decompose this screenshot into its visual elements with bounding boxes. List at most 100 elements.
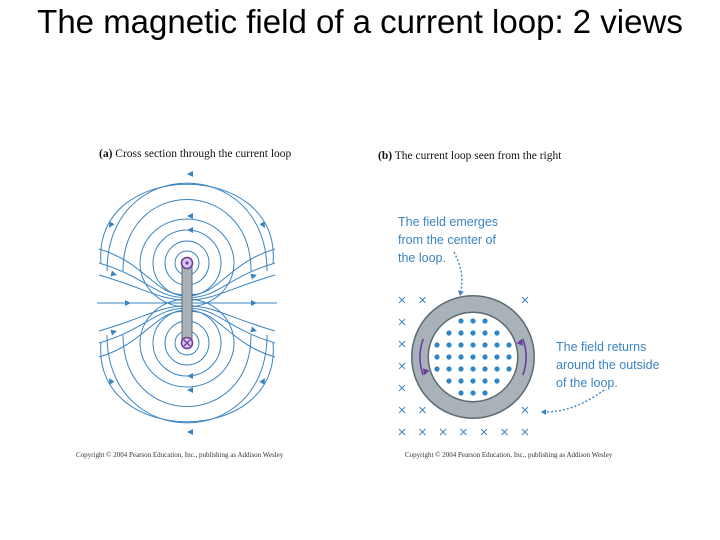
cross-mark-icon bbox=[398, 318, 406, 326]
field-dot-icon bbox=[482, 354, 488, 360]
field-dot-icon bbox=[494, 330, 500, 336]
note-field-emerges: The field emerges from the center of the… bbox=[398, 213, 498, 267]
note-returns-line: of the loop. bbox=[556, 376, 618, 390]
field-dot-icon bbox=[470, 390, 476, 396]
cross-mark-icon bbox=[419, 296, 426, 304]
field-arrowhead bbox=[259, 378, 265, 385]
pointer-emerges-line bbox=[453, 251, 463, 295]
field-line bbox=[106, 182, 268, 272]
field-arrowhead bbox=[250, 326, 257, 333]
slide-title: The magnetic field of a current loop: 2 … bbox=[37, 3, 683, 40]
current-arrow-arc bbox=[419, 338, 424, 376]
panel-b-caption-text: The current loop seen from the right bbox=[394, 150, 562, 162]
current-loop-rod bbox=[181, 262, 193, 344]
field-dot-icon bbox=[506, 354, 512, 360]
field-dot-icon bbox=[494, 342, 500, 348]
field-dot-icon bbox=[458, 354, 464, 360]
field-lines-cross-section-diagram bbox=[97, 171, 277, 435]
field-out-of-page-dots bbox=[434, 318, 512, 396]
field-dot-icon bbox=[482, 330, 488, 336]
panel-b-copyright: Copyright © 2004 Pearson Education, Inc.… bbox=[405, 451, 613, 459]
cross-mark-icon bbox=[480, 428, 488, 436]
panel-b-letter: (b) bbox=[378, 150, 393, 162]
current-direction-arrows bbox=[419, 338, 527, 376]
field-dot-icon bbox=[482, 378, 488, 384]
field-dot-icon bbox=[482, 390, 488, 396]
note-emerges-line: the loop. bbox=[398, 251, 446, 265]
note-emerges-line: from the center of bbox=[398, 233, 496, 247]
current-arrow-arc bbox=[522, 338, 527, 376]
field-arrowhead bbox=[250, 273, 257, 280]
field-arrowhead bbox=[110, 329, 117, 336]
field-line bbox=[164, 240, 210, 286]
field-dot-icon bbox=[470, 378, 476, 384]
note-field-returns: The field returns around the outside of … bbox=[556, 338, 660, 392]
field-line bbox=[174, 250, 200, 276]
panel-a-caption: (a) Cross section through the current lo… bbox=[99, 148, 291, 160]
cross-mark-icon bbox=[419, 406, 426, 414]
field-line bbox=[139, 218, 235, 308]
pointer-returns-arrowhead-icon bbox=[541, 409, 546, 415]
field-arrowhead bbox=[187, 227, 193, 233]
field-dot-icon bbox=[494, 378, 500, 384]
note-returns-line: The field returns bbox=[556, 340, 647, 354]
cross-mark-icon bbox=[521, 406, 529, 414]
field-line bbox=[122, 334, 252, 408]
field-arrowhead bbox=[187, 429, 193, 435]
field-line bbox=[139, 298, 235, 388]
field-dot-icon bbox=[446, 366, 452, 372]
field-dot-icon bbox=[446, 342, 452, 348]
cross-mark-icon bbox=[398, 428, 406, 436]
field-arrowhead bbox=[251, 300, 257, 306]
cross-mark-icon bbox=[521, 296, 529, 304]
cross-mark-icon bbox=[398, 384, 406, 392]
field-dot-icon bbox=[482, 366, 488, 372]
field-arrowhead bbox=[125, 300, 131, 306]
field-arrowhead bbox=[187, 171, 193, 177]
field-dot-icon bbox=[446, 378, 452, 384]
note-returns-line: around the outside bbox=[556, 358, 660, 372]
field-arrowhead bbox=[187, 387, 193, 393]
field-dot-icon bbox=[482, 318, 488, 324]
cross-mark-icon bbox=[398, 362, 406, 370]
pointer-returns-line bbox=[543, 389, 605, 413]
field-dot-icon bbox=[458, 390, 464, 396]
field-into-page-crosses bbox=[398, 296, 529, 436]
field-dot-icon bbox=[458, 366, 464, 372]
panel-a-caption-text: Cross section through the current loop bbox=[115, 148, 292, 160]
cross-mark-icon bbox=[398, 340, 406, 348]
field-line bbox=[152, 229, 222, 297]
field-dot-icon bbox=[446, 354, 452, 360]
pointer-emerges-arrowhead-icon bbox=[457, 290, 464, 296]
field-dot-icon bbox=[470, 318, 476, 324]
field-arrowhead bbox=[187, 373, 193, 379]
field-dot-icon bbox=[434, 366, 440, 372]
cross-mark-icon bbox=[419, 428, 426, 436]
cross-mark-icon bbox=[439, 428, 447, 436]
field-dot-icon bbox=[458, 342, 464, 348]
field-dot-icon bbox=[470, 354, 476, 360]
cross-mark-icon bbox=[521, 428, 529, 436]
note-emerges-line: The field emerges bbox=[398, 215, 499, 229]
field-dot-icon bbox=[470, 342, 476, 348]
panel-b-caption: (b) The current loop seen from the right bbox=[378, 150, 561, 162]
cross-mark-icon bbox=[398, 296, 406, 304]
field-dot-icon bbox=[506, 342, 512, 348]
cross-mark-icon bbox=[398, 406, 406, 414]
field-arrowheads bbox=[109, 171, 265, 435]
field-dot-icon bbox=[506, 366, 512, 372]
current-arrowhead-icon bbox=[422, 368, 430, 376]
field-dot-icon bbox=[494, 366, 500, 372]
current-arrowhead-icon bbox=[516, 338, 524, 346]
field-dot-icon bbox=[494, 354, 500, 360]
field-arrowhead bbox=[187, 213, 193, 219]
field-dot-icon bbox=[434, 354, 440, 360]
panel-a-letter: (a) bbox=[99, 148, 113, 160]
current-out-dot-icon bbox=[185, 261, 189, 265]
field-line bbox=[100, 342, 274, 423]
panel-a-copyright: Copyright © 2004 Pearson Education, Inc.… bbox=[76, 451, 284, 459]
cross-mark-icon bbox=[501, 428, 508, 436]
field-line bbox=[164, 320, 210, 366]
field-dot-icon bbox=[458, 378, 464, 384]
